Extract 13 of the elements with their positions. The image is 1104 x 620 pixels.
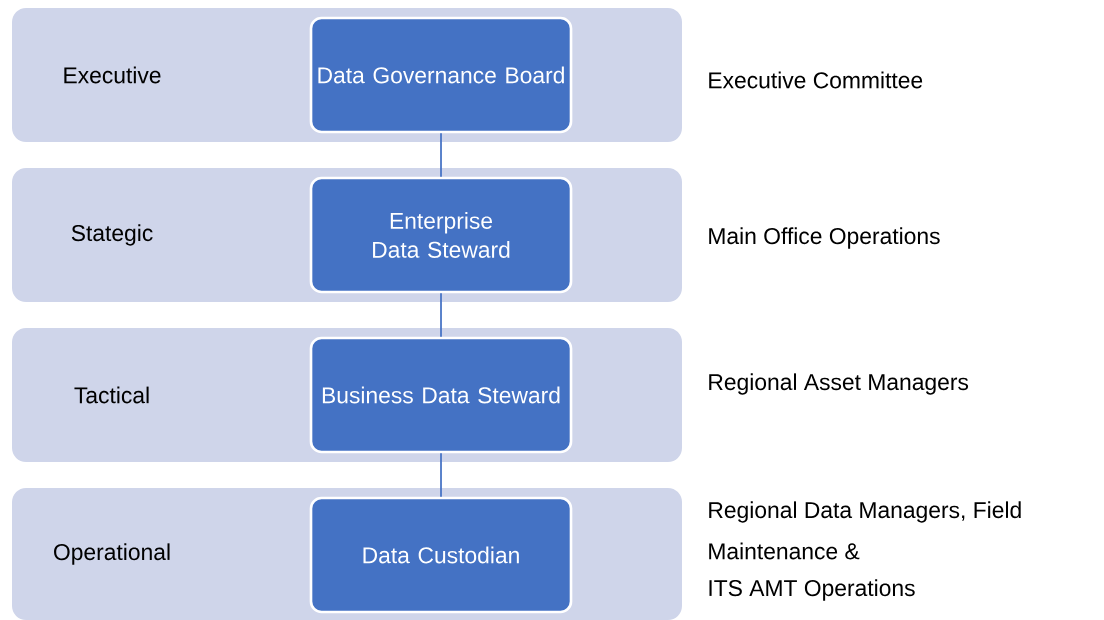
role-box: Enterprise Data Steward <box>309 176 573 294</box>
role-box: Business Data Steward <box>309 336 573 454</box>
connector-line <box>440 292 442 338</box>
role-box: Data Custodian <box>309 496 573 614</box>
group-label: ITS AMT Operations <box>709 579 915 601</box>
group-label: Executive Committee <box>709 71 923 89</box>
group-label: Regional Data Managers, Field <box>709 501 1021 523</box>
group-label: Main Office Operations <box>709 227 940 249</box>
group-label: Maintenance & <box>709 542 860 560</box>
connector-line <box>440 452 442 498</box>
group-label: Regional Asset Managers <box>709 373 969 395</box>
role-box: Data Governance Board <box>309 16 573 134</box>
connector-line <box>440 132 442 178</box>
